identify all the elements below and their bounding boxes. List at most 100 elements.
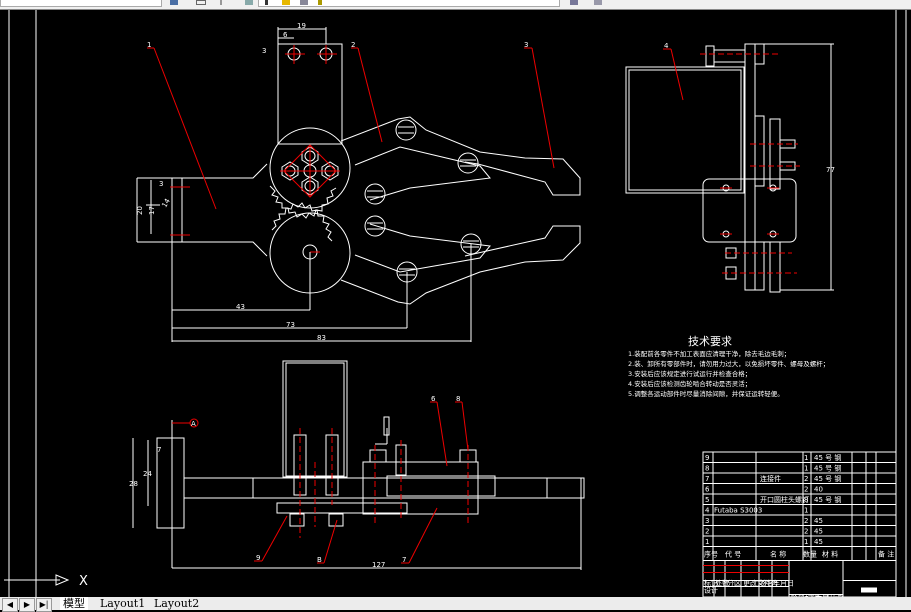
linetype-icon (300, 0, 308, 5)
bom-header-material: 材 料 (822, 550, 838, 559)
drawing-frame (8, 10, 907, 597)
color-icon (265, 0, 268, 5)
bom-row-qty: 1 (804, 454, 808, 462)
bom-row-material: 45 号 钢 (814, 464, 841, 473)
stage-label: 阶段标记 (791, 594, 819, 598)
dim-83: 83 (317, 334, 326, 342)
bom-row-qty: 1 (804, 465, 808, 473)
dim-left-inner: 17 (148, 206, 156, 215)
bom-row-no: 3 (705, 517, 709, 525)
sign-label: 年月日 (773, 579, 794, 588)
servo-horn-plate (702, 178, 797, 243)
toolbar-separator (220, 0, 222, 5)
bom-header-remark: 备 注 (878, 550, 894, 559)
sign-label: 处数 (715, 579, 729, 588)
bom-row-qty: 2 (804, 475, 808, 483)
servo-front (282, 360, 348, 478)
dim-side-height: 77 (826, 166, 835, 174)
drawing-canvas[interactable]: 19 6 3 20 17 3 14 (0, 10, 911, 597)
bom-row-name: 连接件 (760, 474, 781, 483)
bom-header-qty: 数量 (803, 550, 817, 559)
tab-nav-next-button[interactable]: ▶ (19, 598, 35, 612)
lineweight-icon (318, 0, 322, 5)
servo-mount-plate (277, 43, 343, 145)
gear-bolts (280, 144, 340, 260)
sign-label: 标记 (704, 579, 718, 588)
part-label-2: 2 (351, 41, 355, 49)
main-rail (183, 477, 585, 499)
part-label-1: 1 (147, 41, 151, 49)
match-icon[interactable] (245, 0, 253, 5)
bom-row-material: 45 (814, 517, 823, 525)
part-label-7: 7 (402, 556, 406, 564)
base-arm (137, 163, 268, 257)
top-view: 19 6 3 20 17 3 14 (136, 22, 581, 342)
toolbar (0, 0, 911, 10)
tech-req-item: 1.装配前各零件不加工表面应清理干净，除去毛边毛刺； (628, 349, 790, 358)
tech-req-item: 2.装、卸所有零部件时，请勿用力过大，以免损坏零件、螺母及螺杆； (628, 359, 829, 368)
tab-layout2[interactable]: Layout2 (154, 597, 200, 610)
bom-row-no: 4 (705, 507, 710, 515)
layer-dropdown[interactable] (0, 0, 162, 7)
tab-layout1[interactable]: Layout1 (100, 597, 146, 610)
bom-row-no: 8 (705, 465, 709, 473)
bom-row-material: 45 号 钢 (814, 453, 841, 462)
front-view: A 28 24 7 127 6 8 9 B 7 (129, 360, 585, 570)
stage-label: 重量 (815, 595, 829, 598)
sign-label: 分区 (727, 579, 741, 588)
upper-gear (269, 127, 351, 209)
cad-drawing: 19 6 3 20 17 3 14 (4, 10, 907, 598)
layer-props-icon[interactable] (170, 0, 178, 5)
part-label-6: 6 (431, 395, 436, 403)
part-label-9: 9 (256, 554, 260, 562)
side-view: 77 4 (625, 42, 835, 293)
bom-row-qty: 8 (804, 496, 808, 504)
part-label-4: 4 (664, 42, 669, 50)
dim-front-small: 7 (157, 446, 161, 454)
title-block-name (861, 587, 877, 593)
tech-req-item: 4.安装后应该检测齿轮啮合转动是否灵活； (628, 379, 751, 388)
bom-header-code: 代 号 (725, 550, 741, 559)
datum-a-marker (189, 418, 199, 428)
bom-row-material: 45 号 钢 (814, 495, 841, 504)
dim-left-outer: 20 (136, 206, 144, 215)
tech-req-item: 3.安装后应该规定进行试运行并检查合格； (628, 369, 751, 378)
part-label-3: 3 (524, 41, 528, 49)
tab-model[interactable]: 模型 (60, 597, 88, 610)
bom-row-no: 2 (705, 528, 709, 536)
bom-row-qty: 2 (804, 486, 808, 494)
bom-row-no: 9 (705, 454, 709, 462)
tech-req-item: 5.调整各运动部件时尽量消除间隙，并保证运转轻便。 (628, 389, 784, 398)
bom-header-no: 序号 (704, 550, 718, 559)
ucs-x-label: X (79, 574, 88, 589)
dim-73: 73 (286, 321, 295, 329)
print-icon[interactable] (196, 0, 206, 5)
bom-row-qty: 2 (804, 517, 808, 525)
bom-row-qty: 2 (804, 528, 808, 536)
bom-row-no: 6 (705, 486, 710, 494)
dim-hole-offset: 6 (283, 31, 288, 39)
part-label-b: B (317, 556, 322, 564)
dim-hole-height: 3 (262, 47, 266, 55)
stage-label: 比例 (830, 594, 844, 598)
datum-a-label: A (191, 420, 196, 428)
property-dropdown[interactable] (258, 0, 560, 7)
ucs-icon: X (4, 574, 88, 589)
bom-row-material: 45 号 钢 (814, 474, 841, 483)
bom-row-material: 45 (814, 528, 823, 536)
bom-row-material: 45 (814, 538, 823, 546)
settings-icon[interactable] (594, 0, 602, 5)
bom-header-name: 名 称 (770, 550, 786, 559)
dim-left-mid: 14 (160, 197, 172, 209)
dim-left-small: 3 (159, 180, 163, 188)
bom-row-qty: 1 (804, 507, 808, 515)
dim-front-inner: 24 (143, 470, 152, 478)
bom-row-material: 40 (814, 486, 823, 494)
tech-req-title: 技术要求 (688, 335, 732, 348)
bom-row-no: 7 (705, 475, 709, 483)
bom-row-no: 5 (705, 496, 709, 504)
refresh-icon[interactable] (570, 0, 578, 5)
dim-43: 43 (236, 303, 245, 311)
callout-box (383, 416, 390, 436)
